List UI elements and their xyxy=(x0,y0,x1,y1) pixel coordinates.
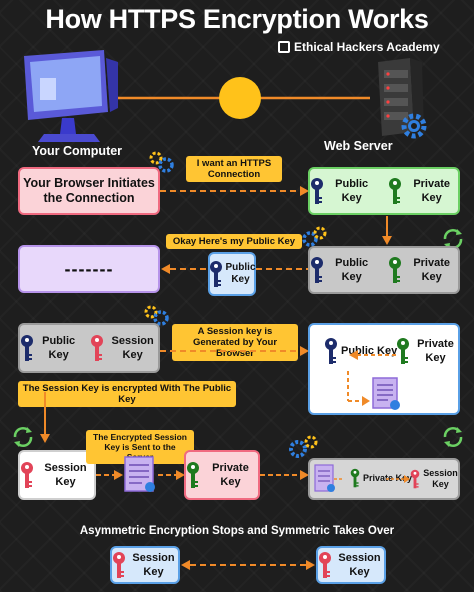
private-key-label: Private Key xyxy=(363,472,413,483)
session-key-item: Session Key xyxy=(112,551,178,579)
client-placeholder-box: ------- xyxy=(18,245,160,293)
brand-text: Ethical Hackers Academy xyxy=(294,40,440,54)
client-keys-box: Public Key Session Key xyxy=(18,323,160,373)
key-icon xyxy=(20,461,34,489)
public-key-item: Public Key xyxy=(20,334,80,362)
session-key-item: Session Key xyxy=(20,461,94,489)
key-icon xyxy=(90,334,104,362)
document-icon xyxy=(372,377,400,411)
web-server-label: Web Server xyxy=(324,139,393,153)
key-icon xyxy=(324,337,338,365)
key-icon xyxy=(318,551,332,579)
bottom-caption: Asymmetric Encryption Stops and Symmetri… xyxy=(79,525,395,537)
gear-icon xyxy=(302,226,327,247)
label-public-key-sent: Okay Here's my Public Key xyxy=(166,234,302,249)
session-key-label: Session Key xyxy=(111,335,154,361)
client-session-key-final: Session Key xyxy=(110,546,180,584)
client-session-key-box: Session Key xyxy=(18,450,96,500)
your-computer-label: Your Computer xyxy=(32,144,123,158)
arrow-loop xyxy=(347,350,396,406)
arrow-bidirectional xyxy=(181,560,315,570)
label-https-request: I want an HTTPS Connection xyxy=(186,156,282,182)
document-icon xyxy=(314,464,336,494)
placeholder-text: ------- xyxy=(64,258,114,279)
computer-icon xyxy=(24,50,118,142)
browser-initiates-box: Your Browser Initiates the Connection xyxy=(18,167,160,215)
server-session-key-final: Session Key xyxy=(316,546,386,584)
refresh-icon xyxy=(13,427,33,447)
gear-icon xyxy=(144,305,169,326)
key-icon xyxy=(20,334,34,362)
arrow-session xyxy=(160,346,309,356)
key-icon xyxy=(186,461,200,489)
public-key-label: Public Key xyxy=(42,335,76,361)
gear-icon xyxy=(149,151,174,173)
refresh-icon xyxy=(443,427,463,447)
arrow-public-key-line xyxy=(256,268,310,270)
server-keypair-box: Public Key Private Key xyxy=(308,167,460,215)
arrow-to-final xyxy=(260,470,309,480)
private-key-item: Private Key xyxy=(186,461,258,489)
session-key-label: Session Key xyxy=(44,462,87,488)
private-key-label: Private Key xyxy=(417,338,454,364)
label-session-generated: A Session key is Generated by Your Brows… xyxy=(172,324,298,361)
private-key-label: Private Key xyxy=(413,178,451,204)
gear-icon xyxy=(401,113,427,139)
arrow-to-doc xyxy=(96,470,123,480)
public-key-label: Public Key xyxy=(335,257,369,283)
public-key-label: Public Key xyxy=(335,178,369,204)
public-key-label: Public Key xyxy=(225,262,256,285)
server-final-box: Private Key Session Key xyxy=(308,458,460,500)
key-icon xyxy=(388,177,402,205)
key-icon xyxy=(310,177,324,205)
session-key-item: Session Key xyxy=(410,468,458,490)
arrow-down-2 xyxy=(40,392,50,443)
private-key-item: Private Key xyxy=(396,337,458,365)
key-icon xyxy=(396,337,410,365)
session-key-item: Session Key xyxy=(90,334,158,362)
key-icon xyxy=(310,256,324,284)
public-key-token: Public Key xyxy=(208,252,256,296)
label-session-encrypted: The Session Key is encrypted With The Pu… xyxy=(18,381,236,407)
server-private-key-box: Private Key xyxy=(184,450,260,500)
session-key-label: Session Key xyxy=(132,552,175,578)
arrow-to-private xyxy=(158,470,185,480)
server-encrypted-box: Public Key Private Key xyxy=(308,323,460,415)
arrow-final xyxy=(334,475,410,483)
document-icon xyxy=(124,456,156,494)
server-keypair-box-2: Public Key Private Key xyxy=(308,246,460,294)
sun-icon xyxy=(219,77,261,119)
private-key-item: Private Key xyxy=(388,177,458,205)
public-key-item: Public Key xyxy=(310,256,376,284)
arrow-down-1 xyxy=(382,216,392,245)
ethical-hackers-logo-icon xyxy=(278,41,290,53)
key-icon xyxy=(410,469,420,489)
session-key-label: Session Key xyxy=(423,468,458,489)
server-icon xyxy=(378,58,424,136)
private-key-item: Private Key xyxy=(350,468,412,488)
arrow-public-key-left xyxy=(161,264,210,274)
key-icon xyxy=(350,468,360,488)
session-key-label: Session Key xyxy=(338,552,381,578)
public-key-item: Public Key xyxy=(310,177,376,205)
key-icon xyxy=(112,551,126,579)
session-key-item: Session Key xyxy=(318,551,384,579)
private-key-item: Private Key xyxy=(388,256,458,284)
arrow-https xyxy=(160,186,309,196)
public-key-item: Public Key xyxy=(209,260,256,288)
key-icon xyxy=(388,256,402,284)
private-key-label: Private Key xyxy=(212,462,249,488)
private-key-label: Private Key xyxy=(413,257,451,283)
page-title: How HTTPS Encryption Works xyxy=(45,4,429,34)
key-icon xyxy=(209,260,223,288)
brand: Ethical Hackers Academy xyxy=(278,40,440,54)
gear-icon xyxy=(289,435,318,458)
